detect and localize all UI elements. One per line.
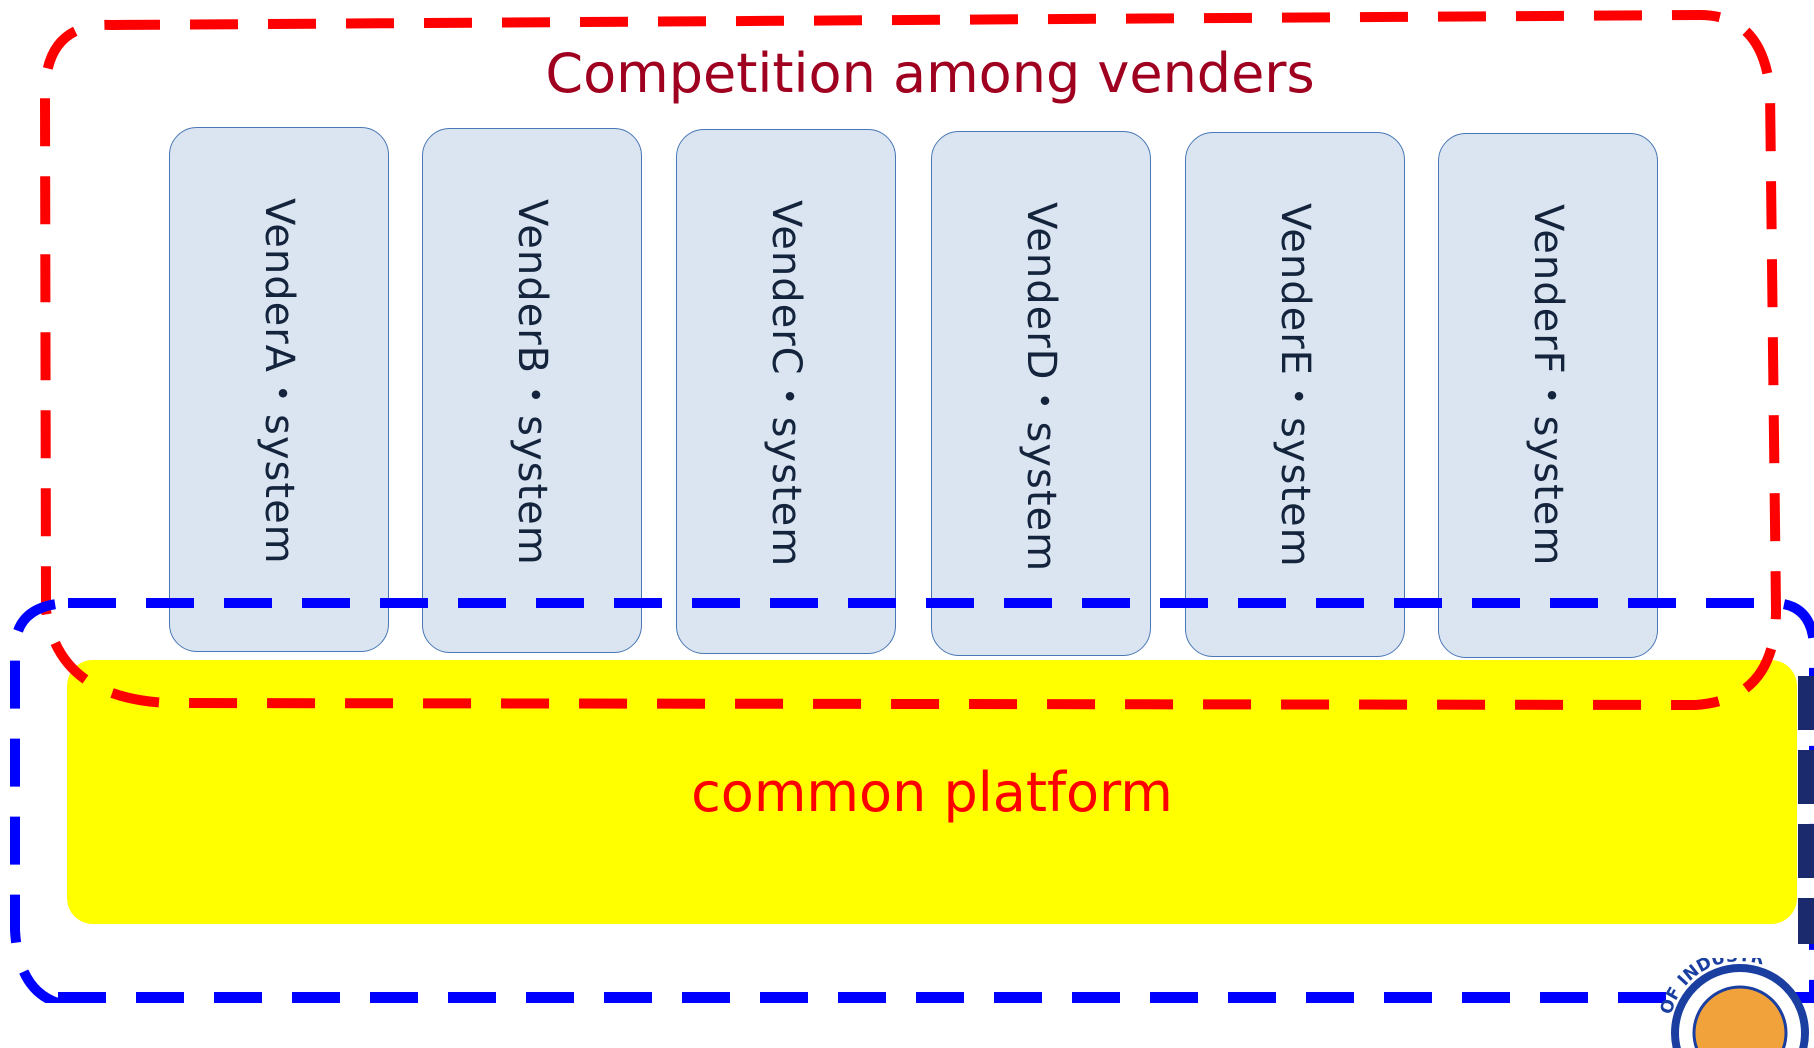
vendor-a-box: VenderA・system — [169, 127, 389, 652]
right-edge-text-fragment — [1798, 676, 1814, 730]
vendor-a-label: VenderA・system — [256, 198, 302, 565]
competition-boundary — [39, 9, 1782, 711]
vendor-e-box: VenderE・system — [1185, 132, 1405, 657]
competition-title: Competition among venders — [545, 42, 1315, 105]
vendor-d-box: VenderD・system — [931, 131, 1151, 656]
vendor-f-box: VenderF・system — [1438, 133, 1658, 658]
vendor-d-label: VenderD・system — [1018, 202, 1064, 573]
vendor-e-label: VenderE・system — [1272, 203, 1318, 568]
common-platform-label: common platform — [691, 760, 1173, 824]
platform-boundary — [10, 598, 1814, 1003]
right-edge-text-fragment — [1798, 898, 1814, 944]
vendor-c-box: VenderC・system — [676, 129, 896, 654]
vendor-b-box: VenderB・system — [422, 128, 642, 653]
vendor-f-label: VenderF・system — [1525, 204, 1571, 567]
right-edge-text-fragment — [1798, 750, 1814, 804]
emblem-logo: OF INDUSTR — [1657, 958, 1809, 1048]
right-edge-text-fragment — [1798, 824, 1814, 878]
vendor-b-label: VenderB・system — [509, 199, 555, 566]
boundary-lines — [10, 9, 1814, 1003]
vendor-c-label: VenderC・system — [763, 200, 809, 568]
